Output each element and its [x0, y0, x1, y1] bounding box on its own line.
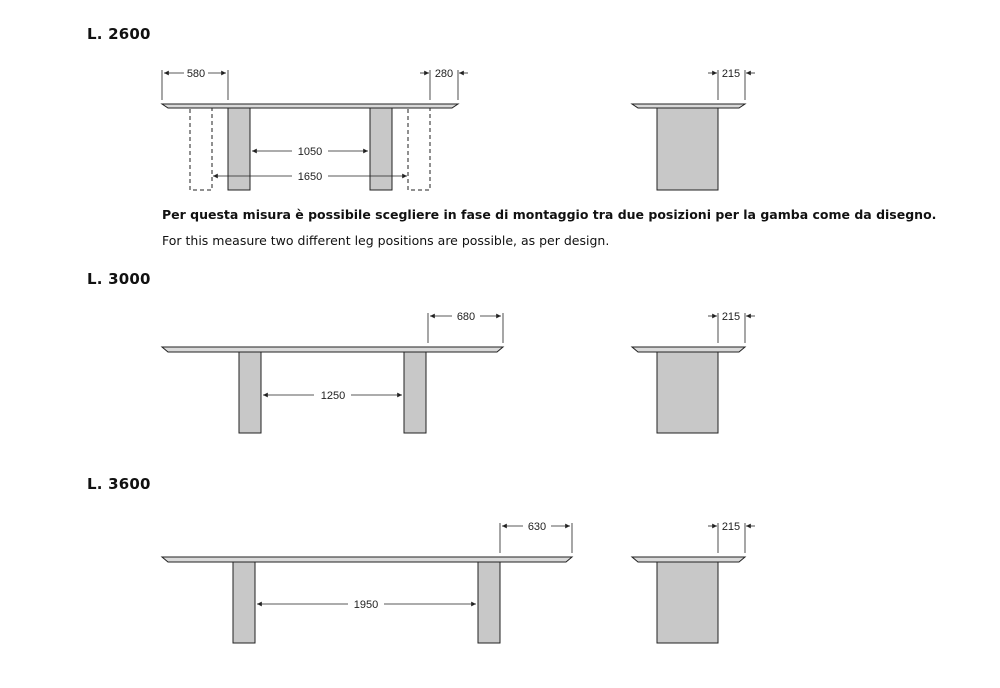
dim-overhang-left: 580	[187, 68, 205, 80]
dim-overhang-right: 680	[457, 311, 475, 323]
dim-overhang-right: 630	[528, 521, 546, 533]
table-top	[160, 346, 505, 353]
alt-leg-left	[189, 107, 213, 191]
side-leg	[656, 561, 719, 644]
leg-right	[477, 561, 501, 644]
table-3000-side: 215	[630, 311, 755, 434]
leg-right	[369, 107, 393, 191]
side-top	[630, 103, 747, 109]
dim-side-depth: 215	[722, 521, 740, 533]
note-english: For this measure two different leg posit…	[162, 233, 610, 248]
note-italian: Per questa misura è possibile scegliere …	[162, 207, 937, 222]
dim-leg-spacing-alt: 1650	[298, 171, 322, 183]
dim-side-depth: 215	[722, 68, 740, 80]
side-leg	[656, 107, 719, 191]
leg-left	[238, 351, 262, 434]
table-top	[160, 556, 574, 563]
leg-left	[232, 561, 256, 644]
dim-leg-spacing: 1950	[354, 599, 378, 611]
dim-leg-spacing: 1050	[298, 146, 322, 158]
table-3600-side: 215	[630, 521, 755, 644]
alt-leg-right	[407, 107, 431, 191]
section-title-2600: L. 2600	[87, 25, 151, 43]
dim-side-depth: 215	[722, 311, 740, 323]
table-3000-front: 680 1250	[160, 311, 505, 434]
dim-leg-spacing: 1250	[321, 390, 345, 402]
leg-left	[227, 107, 251, 191]
section-title-3600: L. 3600	[87, 475, 151, 493]
side-top	[630, 346, 747, 353]
section-title-3000: L. 3000	[87, 270, 151, 288]
table-top	[160, 103, 460, 109]
table-2600-front: 580 280 1050 1650	[160, 68, 468, 191]
table-2600-side: 215	[630, 68, 755, 191]
dim-overhang-right: 280	[435, 68, 453, 80]
side-top	[630, 556, 747, 563]
side-leg	[656, 351, 719, 434]
table-3600-front: 630 1950	[160, 521, 574, 644]
leg-right	[403, 351, 427, 434]
